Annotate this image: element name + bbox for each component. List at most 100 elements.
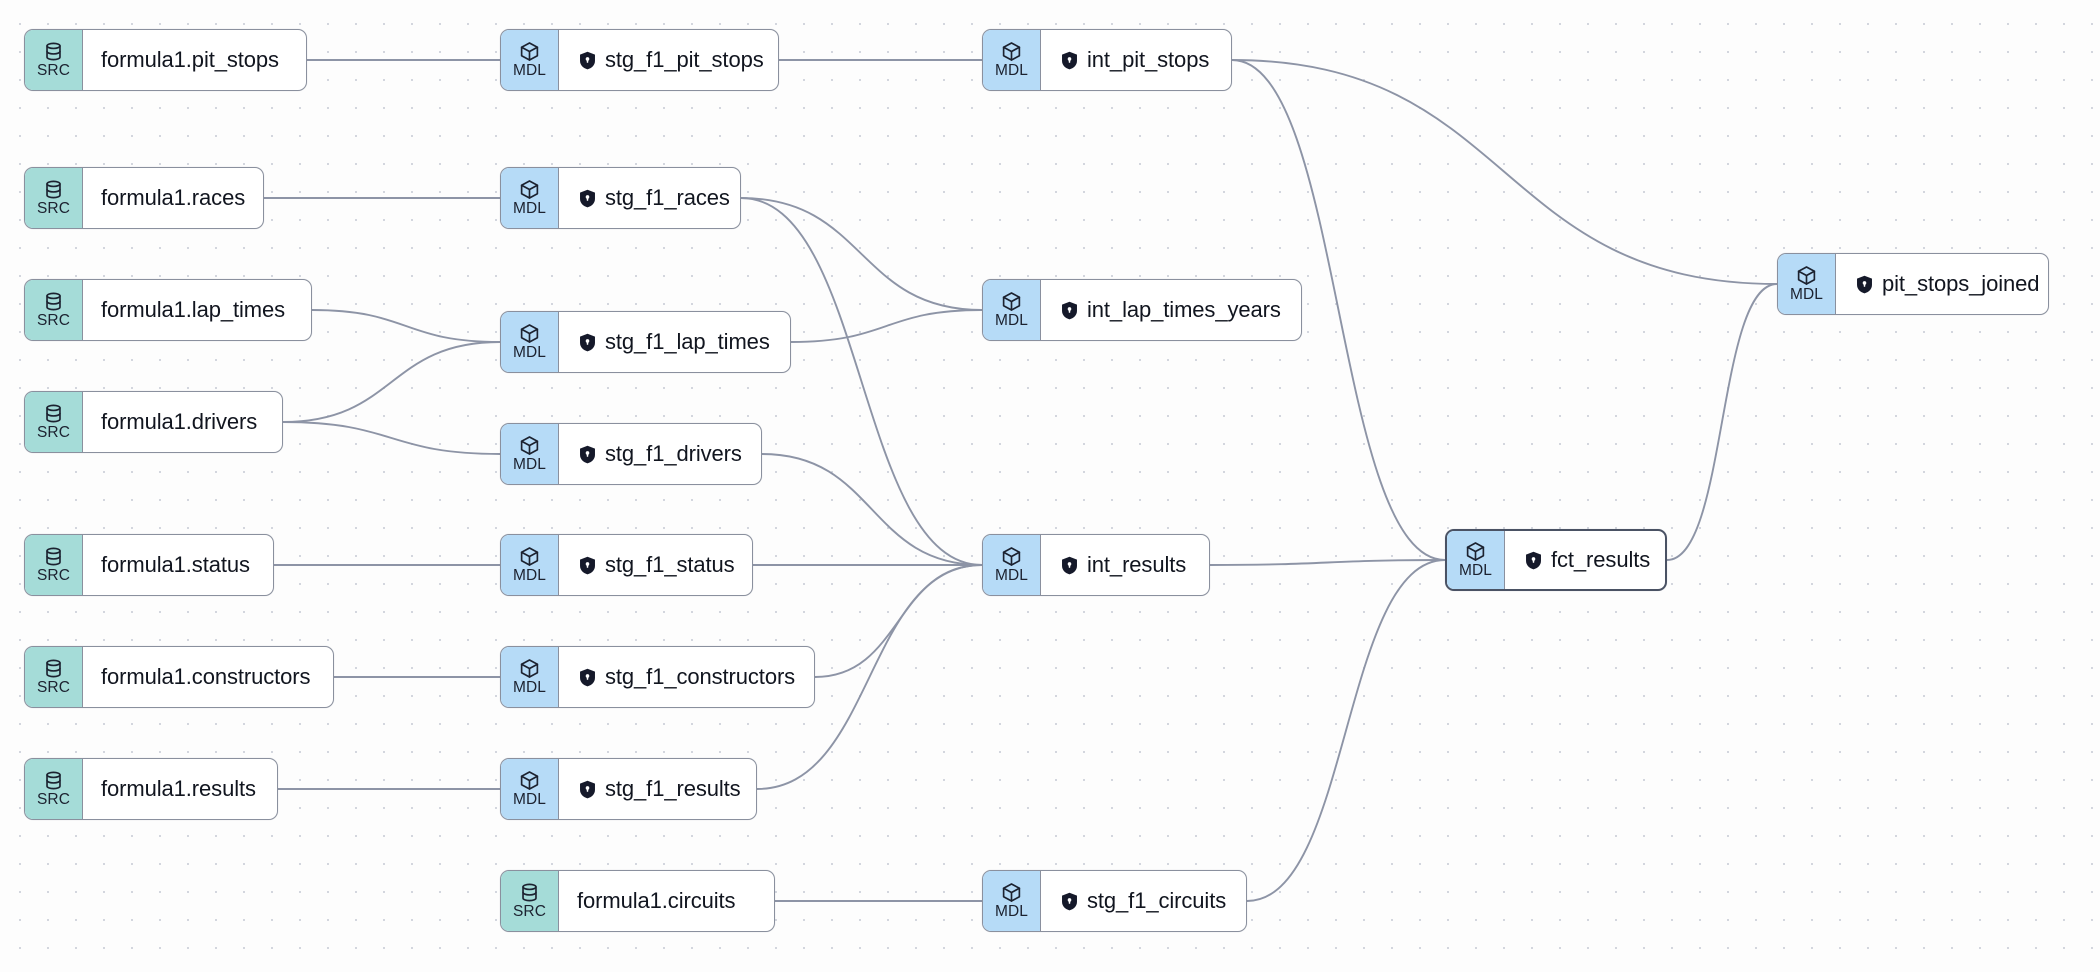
node-body: stg_f1_drivers	[559, 424, 761, 484]
shield-lock-icon	[1061, 892, 1078, 911]
node-label: fct_results	[1551, 547, 1651, 572]
node-body: pit_stops_joined	[1836, 254, 2048, 314]
node-body: formula1.constructors	[83, 647, 333, 707]
node-type-badge-mdl: MDL	[983, 871, 1041, 931]
graph-node-int_lap_times_years[interactable]: MDL int_lap_times_years	[982, 279, 1302, 341]
edge-src_drivers-to-stg_drivers	[282, 421, 501, 455]
node-body: stg_f1_constructors	[559, 647, 814, 707]
graph-node-src_constructors[interactable]: SRC formula1.constructors	[24, 646, 334, 708]
node-label: pit_stops_joined	[1882, 271, 2040, 296]
node-type-label: MDL	[512, 679, 547, 697]
node-label: formula1.circuits	[577, 888, 736, 913]
node-type-badge-src: SRC	[25, 30, 83, 90]
graph-node-src_results[interactable]: SRC formula1.results	[24, 758, 278, 820]
graph-node-src_lap_times[interactable]: SRC formula1.lap_times	[24, 279, 312, 341]
node-label: stg_f1_circuits	[1087, 888, 1227, 913]
node-type-label: MDL	[1789, 286, 1824, 304]
cube-icon	[519, 658, 540, 679]
node-body: int_results	[1041, 535, 1209, 595]
node-body: formula1.races	[83, 168, 263, 228]
cube-icon	[1001, 291, 1022, 312]
shield-lock-icon	[579, 445, 596, 464]
node-body: formula1.drivers	[83, 392, 282, 452]
node-type-label: SRC	[36, 200, 71, 218]
shield-lock-icon	[579, 668, 596, 687]
graph-node-stg_constructors[interactable]: MDL stg_f1_constructors	[500, 646, 815, 708]
node-label: formula1.races	[101, 185, 246, 210]
node-label: int_results	[1087, 552, 1187, 577]
node-label: int_lap_times_years	[1087, 297, 1281, 322]
edge-stg_races-to-int_results	[740, 197, 983, 566]
node-type-label: SRC	[512, 903, 547, 921]
graph-node-stg_results[interactable]: MDL stg_f1_results	[500, 758, 757, 820]
graph-node-stg_lap_times[interactable]: MDL stg_f1_lap_times	[500, 311, 791, 373]
graph-node-stg_drivers[interactable]: MDL stg_f1_drivers	[500, 423, 762, 485]
node-type-label: MDL	[512, 344, 547, 362]
node-label: formula1.results	[101, 776, 256, 801]
edge-int_pit_stops-to-pit_stops_joined	[1231, 59, 1778, 285]
node-type-label: SRC	[36, 791, 71, 809]
node-label: formula1.lap_times	[101, 297, 286, 322]
graph-node-fct_results[interactable]: MDL fct_results	[1445, 529, 1667, 591]
cube-icon	[519, 546, 540, 567]
cube-icon	[519, 323, 540, 344]
node-type-badge-mdl: MDL	[501, 30, 559, 90]
graph-node-pit_stops_joined[interactable]: MDL pit_stops_joined	[1777, 253, 2049, 315]
edge-src_drivers-to-stg_lap_times	[282, 341, 501, 423]
graph-node-stg_pit_stops[interactable]: MDL stg_f1_pit_stops	[500, 29, 779, 91]
node-type-badge-mdl: MDL	[501, 759, 559, 819]
node-body: int_lap_times_years	[1041, 280, 1301, 340]
node-type-badge-mdl: MDL	[501, 535, 559, 595]
node-type-badge-src: SRC	[25, 392, 83, 452]
node-body: stg_f1_lap_times	[559, 312, 790, 372]
graph-node-stg_circuits[interactable]: MDL stg_f1_circuits	[982, 870, 1247, 932]
node-label: stg_f1_results	[605, 776, 741, 801]
cube-icon	[1001, 41, 1022, 62]
node-type-badge-mdl: MDL	[983, 30, 1041, 90]
shield-lock-icon	[579, 780, 596, 799]
edge-stg_races-to-int_lap_times_years	[740, 197, 983, 311]
node-type-label: MDL	[512, 456, 547, 474]
database-icon	[43, 546, 64, 567]
node-type-label: MDL	[512, 200, 547, 218]
node-type-label: MDL	[994, 62, 1029, 80]
cube-icon	[519, 179, 540, 200]
graph-node-src_circuits[interactable]: SRC formula1.circuits	[500, 870, 775, 932]
shield-lock-icon	[579, 189, 596, 208]
node-type-label: SRC	[36, 62, 71, 80]
node-type-label: SRC	[36, 679, 71, 697]
cube-icon	[1465, 541, 1486, 562]
node-type-label: MDL	[994, 903, 1029, 921]
node-body: formula1.pit_stops	[83, 30, 306, 90]
edge-src_lap_times-to-stg_lap_times	[311, 309, 501, 343]
edge-stg_drivers-to-int_results	[761, 453, 983, 566]
node-body: stg_f1_status	[559, 535, 752, 595]
graph-node-src_pit_stops[interactable]: SRC formula1.pit_stops	[24, 29, 307, 91]
node-body: fct_results	[1505, 531, 1665, 589]
node-type-badge-src: SRC	[25, 168, 83, 228]
node-type-badge-mdl: MDL	[501, 312, 559, 372]
edge-stg_constructors-to-int_results	[814, 564, 983, 678]
node-label: stg_f1_pit_stops	[605, 47, 764, 72]
graph-node-src_races[interactable]: SRC formula1.races	[24, 167, 264, 229]
node-type-badge-mdl: MDL	[983, 280, 1041, 340]
node-body: formula1.circuits	[559, 871, 774, 931]
cube-icon	[519, 41, 540, 62]
graph-node-stg_races[interactable]: MDL stg_f1_races	[500, 167, 741, 229]
node-type-badge-src: SRC	[25, 535, 83, 595]
node-type-badge-mdl: MDL	[501, 647, 559, 707]
shield-lock-icon	[579, 51, 596, 70]
database-icon	[43, 41, 64, 62]
node-type-badge-mdl: MDL	[1447, 531, 1505, 589]
node-body: formula1.lap_times	[83, 280, 311, 340]
database-icon	[43, 658, 64, 679]
node-type-label: SRC	[36, 312, 71, 330]
node-body: stg_f1_races	[559, 168, 740, 228]
